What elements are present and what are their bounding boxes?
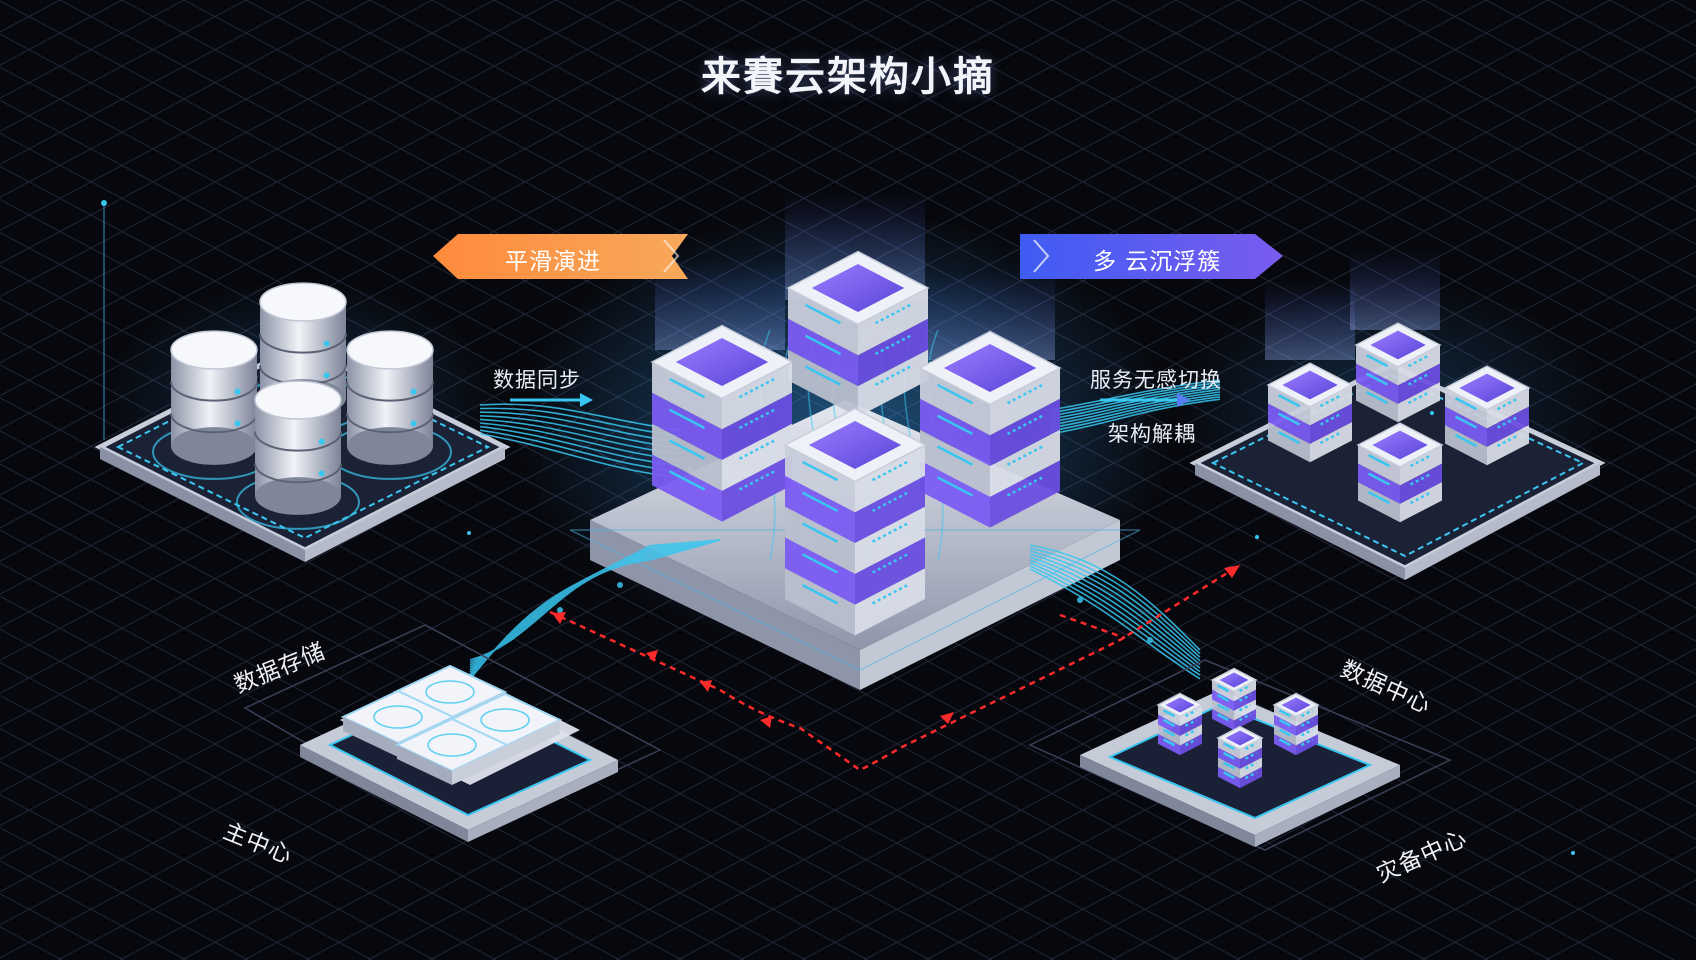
server-stack-icon [1156,692,1204,756]
replication-path [549,563,1241,772]
cloud-server-group [1266,322,1531,523]
server-stack-icon [1266,362,1354,463]
light-beam [1350,250,1440,330]
server-stack-icon [1443,365,1531,466]
evolution-tag-label: 平滑演进 [505,249,601,275]
arrow-head [760,716,772,728]
database-cylinder-icon [152,330,276,480]
server-stack-icon [650,324,794,522]
server-stack-icon [1356,422,1444,523]
database-group [152,282,452,530]
evolution-tag [433,234,688,279]
server-stack-icon [918,330,1062,528]
light-beam [1265,280,1355,360]
red-arrow-heads [552,565,1240,728]
guide-dot [101,200,107,206]
storage-module-icon [394,717,510,785]
data-sync-label: 数据同步 [493,368,581,392]
service-switch-label: 服务无感切换 [1090,368,1222,392]
chevron-icon [1033,239,1050,273]
multicloud-tag [1020,234,1283,279]
server-stack-icon [1210,667,1258,731]
server-cluster [650,250,1062,636]
server-stack-icon [1272,692,1320,756]
arrow-head [940,712,954,724]
chevron-icon [663,239,680,273]
arch-decouple-label: 架构解耦 [1108,422,1196,446]
arrow-right-icon [510,393,593,407]
server-stack-icon [783,407,927,636]
arrow-head [700,680,712,692]
storage-module-grid [340,664,563,785]
multicloud-tag-label: 多 云沉浮簇 [1093,249,1222,275]
sparkle-dots [467,411,1575,855]
arrow-head [1224,565,1240,578]
arrow-head [646,650,658,662]
arrow-right-icon [1100,393,1190,407]
arrow-head [552,612,566,624]
database-cylinder-icon [236,380,360,530]
dr-server-group [1156,667,1320,789]
server-stack-icon [1354,322,1442,423]
server-stack-icon [786,250,930,417]
page-title: 来賽云架构小摘 [701,54,995,100]
server-stack-icon [1216,725,1264,789]
